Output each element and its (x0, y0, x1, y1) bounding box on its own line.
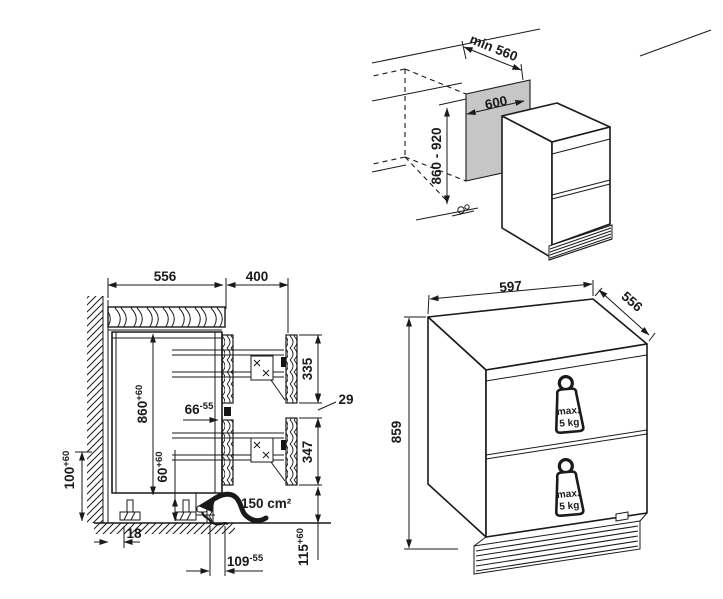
floor-clearance-label: 60+60 (154, 451, 170, 482)
dim-niche-width: 600 (466, 93, 525, 116)
wall-hatching (87, 296, 103, 523)
vent-area-label: 150 cm² (241, 496, 292, 511)
box-drawer-divider (485, 429, 648, 460)
panel-gap-bumper (224, 407, 231, 416)
counter-back-edge-right (639, 29, 712, 57)
appliance-drawer-divider (551, 179, 611, 200)
wall-clearance-label: 100+60 (61, 451, 77, 490)
dim-panel-gap: 29 (315, 392, 354, 428)
floor-edge-line (415, 207, 479, 221)
niche-bottom-depth-dashed (404, 156, 467, 182)
niche-floor-corner-dashed (404, 156, 448, 202)
height-label: 859 (389, 421, 404, 444)
bottom-drawer-front-label: 347 (300, 441, 315, 464)
front-gap-label: 66-55 (185, 401, 214, 417)
appliance-3d-inserting (501, 102, 613, 261)
max-load-line1: max. (556, 488, 580, 501)
max-load-line2: 5 kg (559, 417, 580, 430)
bottom-drawer-rails (172, 432, 286, 482)
dim-top-drawer-front: 335 (299, 334, 322, 404)
niche-height-label: 860 - 920 (429, 127, 444, 184)
floor-hatching (94, 523, 235, 534)
dim-plinth-height: 115+60 (295, 486, 321, 566)
weight-body-icon (554, 470, 585, 518)
top-front-panel-closed (221, 334, 234, 404)
dim-pullout: 400 (226, 269, 289, 333)
panel-gap-label: 29 (338, 392, 353, 407)
dim-wall-gap: 18 (94, 526, 142, 548)
niche-installation-diagram: min 560 600 860 - 920 (371, 28, 712, 261)
countertop-section (107, 306, 226, 328)
max-load-line1: max. (556, 405, 580, 418)
max-load-icon-bottom: max. 5 kg (554, 457, 585, 518)
counter-front-edge (371, 82, 463, 102)
wall-base-line (371, 164, 407, 173)
top-drawer-rails (172, 349, 286, 401)
niche-width-label: 600 (483, 93, 508, 112)
max-load-icon-top: max. 5 kg (554, 374, 585, 435)
wall-face-lines (102, 296, 109, 523)
dim-appliance-height: 860+60 (134, 333, 156, 496)
dim-plinth-recess: 109-55 (186, 526, 264, 576)
weight-body-icon (554, 387, 585, 435)
dim-niche-height: 860 - 920 (429, 98, 467, 205)
dim-counter-depth: 556 (107, 269, 227, 309)
appliance-side-face (501, 115, 553, 259)
box-top-frame-line (485, 354, 648, 382)
top-drawer-front-label: 335 (300, 357, 315, 380)
dim-width: 597 (427, 278, 594, 315)
max-load-line2: 5 kg (559, 500, 580, 513)
pullout-label: 400 (246, 269, 269, 284)
appliance-feet (119, 499, 197, 521)
niche-top-depth-dashed (404, 68, 467, 95)
dim-bottom-drawer-front: 347 (299, 417, 322, 486)
appliance-front-face (551, 126, 611, 246)
plinth-height-label: 115+60 (295, 528, 311, 566)
ventilation-airflow: 150 cm² (198, 491, 292, 524)
counter-depth-label: 556 (154, 269, 177, 284)
box-plinth-base (473, 511, 648, 575)
bottom-front-panel-closed (221, 419, 234, 486)
vent-arrowhead (198, 495, 216, 512)
leveling-foot-detail (451, 204, 475, 217)
dim-height: 859 (389, 316, 458, 550)
width-label: 597 (499, 278, 523, 295)
counter-back-edge-left (371, 28, 541, 64)
appliance-top-frame-line (551, 138, 611, 155)
appliance-height-label: 860+60 (134, 385, 150, 424)
front-perspective-diagram: max. 5 kg max. 5 kg 597 556 859 (389, 278, 656, 575)
niche-bottom-left-dashed (372, 156, 406, 165)
appliance-side-section (111, 331, 229, 526)
bottom-front-panel-open (285, 417, 298, 486)
dim-niche-depth: min 560 (461, 31, 524, 81)
niche-top-left-dashed (372, 68, 406, 77)
dim-wall-clearance: 100+60 (61, 451, 92, 522)
wall-gap-label: 18 (126, 526, 142, 541)
top-front-panel-open (285, 334, 298, 404)
dim-front-gap: 66-55 (183, 401, 219, 423)
dim-floor-clearance: 60+60 (154, 450, 178, 522)
plinth-recess-label: 109-55 (227, 553, 264, 569)
side-section-diagram: 150 cm² 556 400 860+60 66-55 335 (61, 269, 354, 576)
